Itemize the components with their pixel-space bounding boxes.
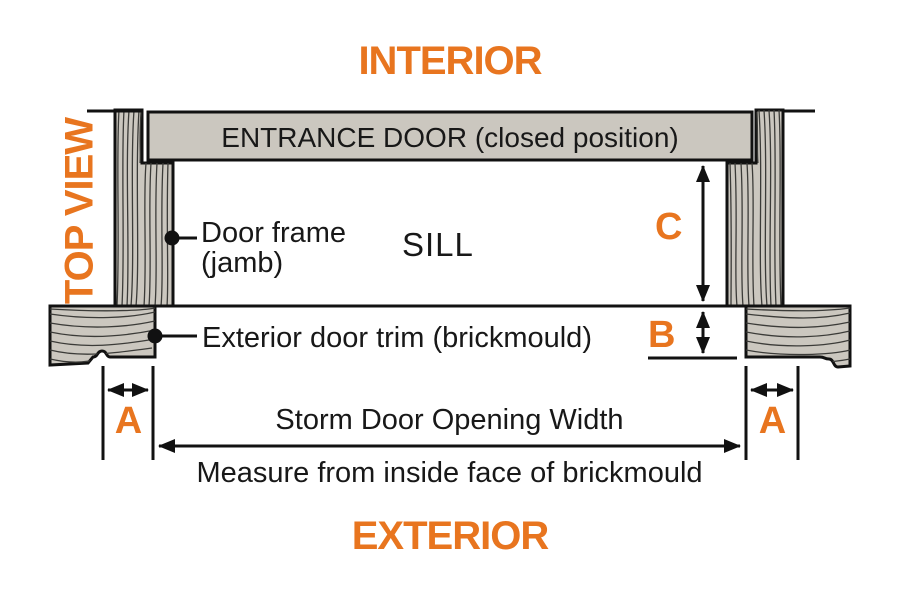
right-brickmould-wood-grain bbox=[746, 307, 850, 363]
door-frame-label-line2: (jamb) bbox=[201, 247, 284, 279]
door-frame-callout-dot bbox=[164, 230, 180, 246]
entrance-door-slab bbox=[146, 110, 754, 162]
opening-width-label: Storm Door Opening Width bbox=[275, 404, 624, 436]
dim-b-label: B bbox=[648, 314, 675, 356]
door-frame-label-line1: Door frame bbox=[201, 217, 347, 249]
top-view-label: TOP VIEW bbox=[57, 117, 102, 305]
dim-c-label: C bbox=[655, 206, 682, 248]
left-jamb-wood-grain bbox=[116, 110, 169, 306]
exterior-label: EXTERIOR bbox=[351, 514, 549, 558]
exterior-trim-label: Exterior door trim (brickmould) bbox=[202, 322, 592, 354]
measure-note-label: Measure from inside face of brickmould bbox=[196, 457, 703, 489]
right-jamb-wood-grain bbox=[729, 110, 782, 306]
left-brickmould bbox=[48, 304, 157, 367]
door-frame-label: Door frame (jamb) bbox=[201, 218, 346, 278]
trim-callout-dot bbox=[147, 328, 163, 344]
dim-a-left-label: A bbox=[114, 400, 142, 442]
sill-label: SILL bbox=[402, 226, 474, 263]
dim-a-right-label: A bbox=[758, 400, 786, 442]
right-brickmould bbox=[744, 304, 852, 369]
interior-label: INTERIOR bbox=[358, 39, 542, 83]
entrance-door-label: ENTRANCE DOOR (closed position) bbox=[221, 122, 679, 153]
